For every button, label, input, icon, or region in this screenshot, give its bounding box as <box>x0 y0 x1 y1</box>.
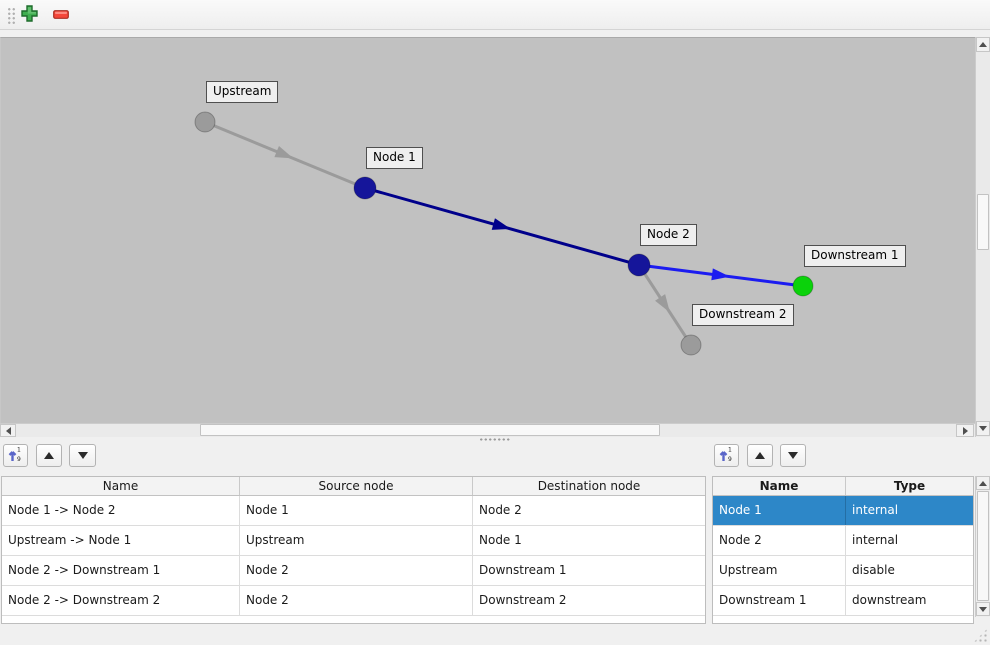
table-cell[interactable]: Upstream <box>240 526 473 555</box>
table-row[interactable]: Upstream disable <box>713 556 973 586</box>
table-cell[interactable]: Node 2 <box>240 556 473 585</box>
arrow-down-icon <box>979 426 987 431</box>
table-cell[interactable]: Node 2 <box>479 503 522 517</box>
table-cell[interactable]: internal <box>852 533 899 547</box>
sort-1-9-icon: 1 9 <box>8 446 23 465</box>
table-row[interactable]: Node 1 internal <box>713 496 973 526</box>
arrow-right-icon <box>962 426 968 435</box>
main-toolbar <box>0 0 990 30</box>
scroll-right-button[interactable] <box>956 424 974 437</box>
table-cell[interactable]: Node 1 -> Node 2 <box>2 496 240 525</box>
nodes-table-header: Name Type <box>713 477 973 496</box>
edges-table: Name Source node Destination node Node 1… <box>1 476 706 624</box>
graph-node[interactable] <box>353 176 377 200</box>
toolbar-drag-handle[interactable] <box>7 7 16 25</box>
triangle-up-icon <box>44 452 54 459</box>
arrow-left-icon <box>5 426 11 435</box>
table-cell[interactable]: disable <box>852 563 895 577</box>
window-resize-grip[interactable] <box>973 628 988 643</box>
svg-text:1: 1 <box>728 447 732 454</box>
sort-1-9-icon: 1 9 <box>719 446 734 465</box>
table-cell[interactable]: downstream <box>852 593 927 607</box>
edge-arrow-icon <box>711 268 730 281</box>
svg-text:1: 1 <box>17 447 21 454</box>
graph-svg <box>194 111 814 356</box>
table-cell[interactable]: Node 1 <box>240 496 473 525</box>
edges-table-empty-row <box>2 616 705 623</box>
hscroll-thumb[interactable] <box>200 424 660 436</box>
graph-node[interactable] <box>194 111 216 133</box>
triangle-up-icon <box>755 452 765 459</box>
scroll-up-button[interactable] <box>976 476 990 490</box>
scroll-up-button[interactable] <box>976 37 990 52</box>
arrow-down-icon <box>979 606 987 612</box>
table-cell[interactable]: Downstream 2 <box>479 593 567 607</box>
triangle-down-icon <box>77 452 88 459</box>
node-label[interactable]: Downstream 1 <box>804 245 906 267</box>
table-cell[interactable]: Node 1 <box>713 496 846 525</box>
triangle-down-icon <box>788 452 798 459</box>
graph-node[interactable] <box>792 275 814 297</box>
column-header-destination-node[interactable]: Destination node <box>537 479 641 493</box>
add-button[interactable] <box>14 0 44 29</box>
column-header-name[interactable]: Name <box>713 477 846 495</box>
edges-move-down-button[interactable] <box>69 444 96 467</box>
arrow-up-icon <box>979 480 987 486</box>
vscroll-thumb[interactable] <box>977 194 989 250</box>
table-cell[interactable]: Node 2 -> Downstream 1 <box>2 556 240 585</box>
pane-splitter-handle[interactable] <box>479 437 511 442</box>
scroll-down-button[interactable] <box>976 421 990 436</box>
column-header-source-node[interactable]: Source node <box>240 477 473 495</box>
table-cell[interactable]: Upstream -> Node 1 <box>2 526 240 555</box>
edges-table-header: Name Source node Destination node <box>2 477 705 496</box>
table-cell[interactable]: Upstream <box>713 556 846 585</box>
node-label[interactable]: Node 2 <box>640 224 697 246</box>
scroll-down-button[interactable] <box>976 602 990 616</box>
nodes-move-down-button[interactable] <box>780 444 806 467</box>
edge-arrow-icon <box>491 218 511 230</box>
node-label[interactable]: Upstream <box>206 81 279 103</box>
table-row[interactable]: Node 2 internal <box>713 526 973 556</box>
canvas-hscrollbar[interactable] <box>0 423 975 437</box>
table-cell[interactable]: Node 2 -> Downstream 2 <box>2 586 240 615</box>
scroll-left-button[interactable] <box>0 424 16 437</box>
nodes-sort-button[interactable]: 1 9 <box>714 444 739 467</box>
svg-text:9: 9 <box>728 456 732 462</box>
column-header-name[interactable]: Name <box>2 477 240 495</box>
table-cell[interactable]: Node 2 <box>713 526 846 555</box>
nodes-move-up-button[interactable] <box>747 444 773 467</box>
table-cell[interactable]: internal <box>852 503 899 517</box>
table-cell[interactable]: Downstream 1 <box>479 563 567 577</box>
node-label[interactable]: Downstream 2 <box>692 304 794 326</box>
table-cell[interactable]: Node 1 <box>479 533 522 547</box>
vscroll-thumb[interactable] <box>977 491 989 601</box>
canvas-vscrollbar[interactable] <box>975 37 990 437</box>
remove-button[interactable] <box>46 0 76 29</box>
graph-node[interactable] <box>627 253 651 277</box>
table-cell[interactable]: Downstream 1 <box>713 586 846 615</box>
edges-sort-button[interactable]: 1 9 <box>3 444 28 467</box>
minus-icon <box>53 8 69 22</box>
table-row[interactable]: Downstream 1 downstream <box>713 586 973 616</box>
edge-arrow-icon <box>274 146 294 159</box>
column-header-type[interactable]: Type <box>893 479 926 493</box>
edge-arrow-icon <box>655 294 670 313</box>
arrow-up-icon <box>979 42 987 47</box>
node-label[interactable]: Node 1 <box>366 147 423 169</box>
svg-text:9: 9 <box>17 456 21 462</box>
table-cell[interactable]: Node 2 <box>240 586 473 615</box>
graph-node[interactable] <box>680 334 702 356</box>
nodes-table-empty-row <box>713 616 973 623</box>
edges-move-up-button[interactable] <box>36 444 62 467</box>
nodes-table-vscrollbar[interactable] <box>975 476 990 617</box>
plus-icon <box>20 4 38 25</box>
